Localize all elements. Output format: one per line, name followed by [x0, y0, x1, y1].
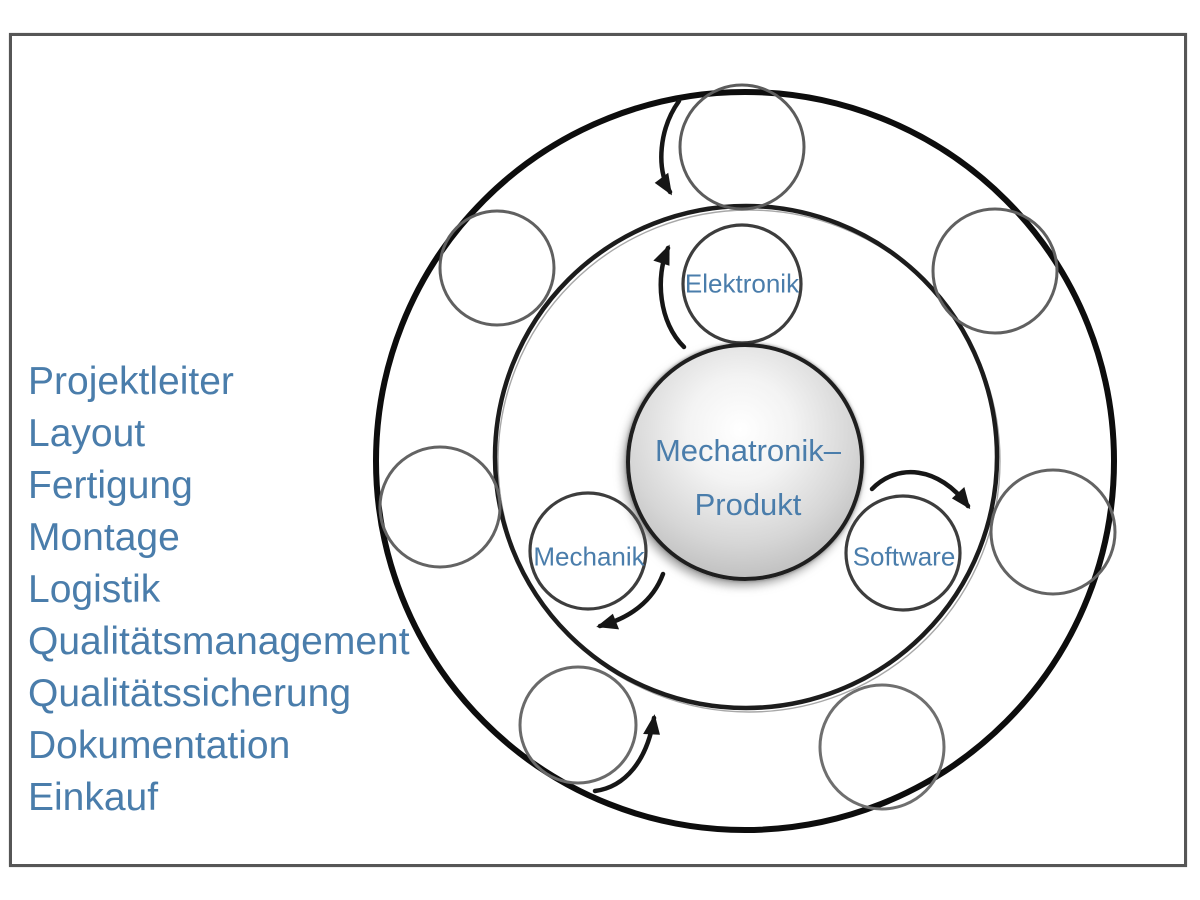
- mechanik-label: Mechanik: [533, 541, 645, 572]
- role-list-item-qualitaetssicherung: Qualitätssicherung: [28, 672, 352, 715]
- rotation-arrow-bottom-left-satellite: [592, 714, 660, 794]
- role-list-item-montage: Montage: [28, 516, 180, 559]
- inner-ring-circle: [492, 203, 1000, 711]
- role-list-item-projektleiter: Projektleiter: [28, 360, 234, 403]
- satellite-circle-bottom-left: [518, 665, 638, 785]
- rotation-arrow-elektronik: [653, 244, 687, 350]
- rotation-arrow-mechanik: [596, 571, 666, 630]
- role-list-item-qualitaetsmanagement: Qualitätsmanagement: [28, 620, 410, 663]
- rotation-arrow-software: [869, 469, 971, 510]
- satellite-circle-right: [989, 468, 1117, 596]
- satellite-circle-top: [678, 83, 806, 211]
- rotation-arrow-top-satellite: [654, 98, 682, 196]
- elektronik-label: Elektronik: [684, 268, 800, 299]
- mechatronik-product-sphere: [626, 343, 864, 581]
- software-label: Software: [852, 541, 956, 572]
- satellite-circle-upper-left: [438, 209, 556, 327]
- role-list: Projektleiter Layout Fertigung Montage L…: [28, 356, 410, 824]
- role-list-item-dokumentation: Dokumentation: [28, 724, 291, 767]
- mechatronik-product-label-line1: Mechatronik–: [654, 433, 842, 468]
- role-list-item-layout: Layout: [28, 412, 146, 455]
- role-list-item-einkauf: Einkauf: [28, 776, 159, 819]
- role-list-item-logistik: Logistik: [28, 568, 161, 611]
- slide-border-frame: [9, 33, 1187, 867]
- mechanik-circle: [528, 491, 648, 611]
- satellite-circle-left: [378, 445, 502, 569]
- outer-ring-circle: [373, 89, 1117, 833]
- mechatronik-product-label-line2: Produkt: [694, 487, 802, 522]
- mechatronik-product-label: Mechatronik– Produkt: [655, 424, 841, 532]
- software-circle: [844, 494, 962, 612]
- satellite-circle-upper-right: [931, 207, 1059, 335]
- role-list-item-fertigung: Fertigung: [28, 464, 193, 507]
- satellite-circle-bottom-right: [818, 683, 946, 811]
